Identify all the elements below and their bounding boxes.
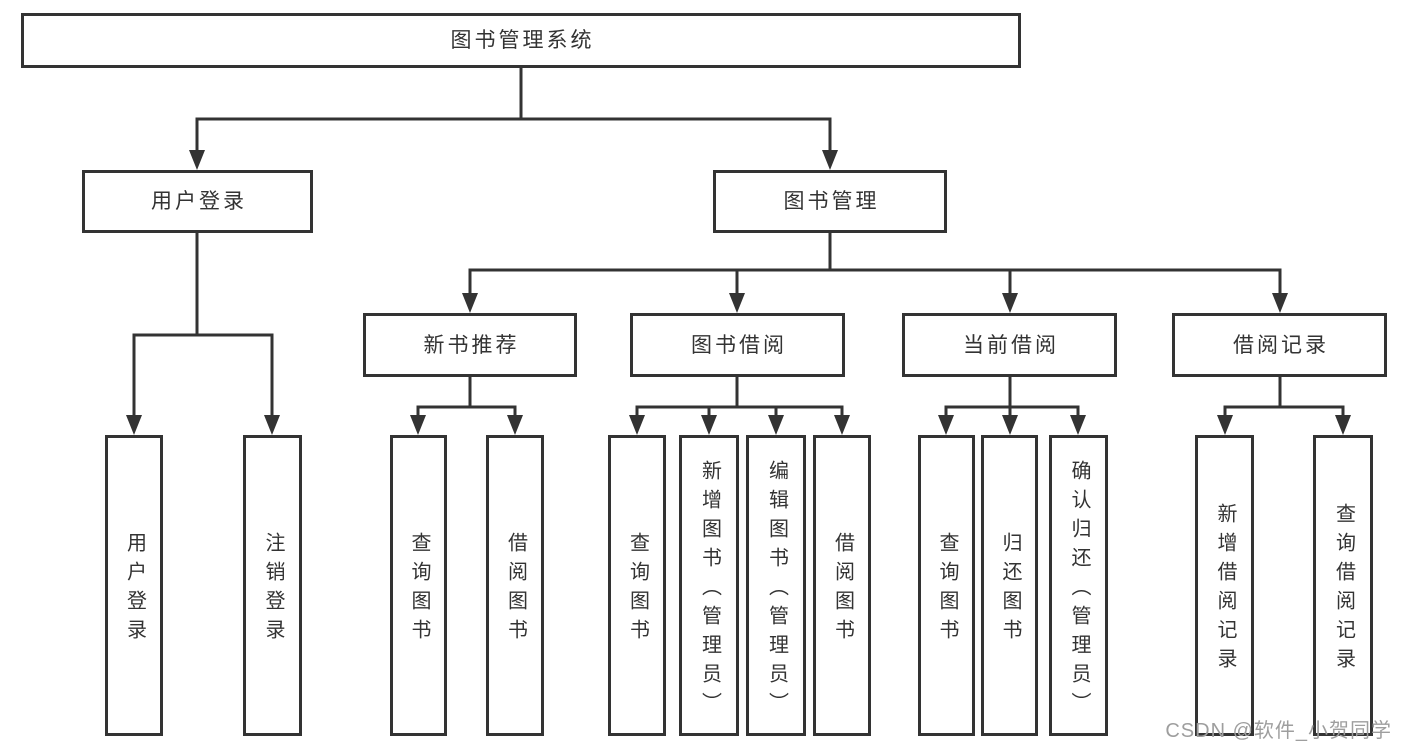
node-library-system-label: 图书管理系统 xyxy=(450,29,595,52)
node-logout-leaf: 注销登录 xyxy=(243,435,302,736)
watermark: CSDN @软件_小贺同学 xyxy=(1165,720,1392,742)
node-book-management: 图书管理 xyxy=(713,170,947,233)
node-add-borrow-record-label: 新增借阅记录 xyxy=(1214,503,1236,677)
node-return-book: 归还图书 xyxy=(981,435,1038,736)
node-confirm-return-admin-label: 确认归还（管理员） xyxy=(1068,459,1090,721)
node-logout-leaf-label: 注销登录 xyxy=(262,532,284,648)
node-query-borrow-record: 查询借阅记录 xyxy=(1313,435,1373,736)
node-query-borrow-record-label: 查询借阅记录 xyxy=(1332,503,1355,677)
node-current-borrowing: 当前借阅 xyxy=(902,313,1117,377)
node-recommend-borrow-book: 借阅图书 xyxy=(486,435,544,736)
node-book-borrowing: 图书借阅 xyxy=(630,313,845,377)
node-book-borrowing-label: 图书借阅 xyxy=(691,333,787,357)
node-add-book-admin: 新增图书（管理员） xyxy=(679,435,739,736)
node-borrowing-records-label: 借阅记录 xyxy=(1233,333,1329,357)
node-user-login-leaf: 用户登录 xyxy=(105,435,163,736)
node-current-borrowing-label: 当前借阅 xyxy=(963,333,1059,357)
node-borrow-query-book-label: 查询图书 xyxy=(626,532,649,648)
node-borrow-book-leaf-label: 借阅图书 xyxy=(831,532,854,648)
node-edit-book-admin-label: 编辑图书（管理员） xyxy=(765,459,788,721)
node-new-book-recommend-label: 新书推荐 xyxy=(423,333,520,357)
node-confirm-return-admin: 确认归还（管理员） xyxy=(1049,435,1108,736)
node-current-query-book: 查询图书 xyxy=(918,435,975,736)
node-return-book-label: 归还图书 xyxy=(999,532,1021,648)
node-recommend-query-book-label: 查询图书 xyxy=(408,532,430,648)
node-recommend-borrow-book-label: 借阅图书 xyxy=(504,532,527,648)
node-edit-book-admin: 编辑图书（管理员） xyxy=(746,435,806,736)
node-new-book-recommend: 新书推荐 xyxy=(363,313,577,377)
node-library-system: 图书管理系统 xyxy=(21,13,1021,68)
node-borrowing-records: 借阅记录 xyxy=(1172,313,1387,377)
node-current-query-book-label: 查询图书 xyxy=(936,532,958,648)
node-recommend-query-book: 查询图书 xyxy=(390,435,447,736)
node-user-login-label: 用户登录 xyxy=(151,190,247,213)
node-borrow-book-leaf: 借阅图书 xyxy=(813,435,871,736)
node-add-borrow-record: 新增借阅记录 xyxy=(1195,435,1254,736)
node-add-book-admin-label: 新增图书（管理员） xyxy=(698,459,721,721)
node-user-login-leaf-label: 用户登录 xyxy=(123,532,146,648)
node-borrow-query-book: 查询图书 xyxy=(608,435,666,736)
node-book-management-label: 图书管理 xyxy=(783,190,880,213)
node-user-login: 用户登录 xyxy=(82,170,313,233)
